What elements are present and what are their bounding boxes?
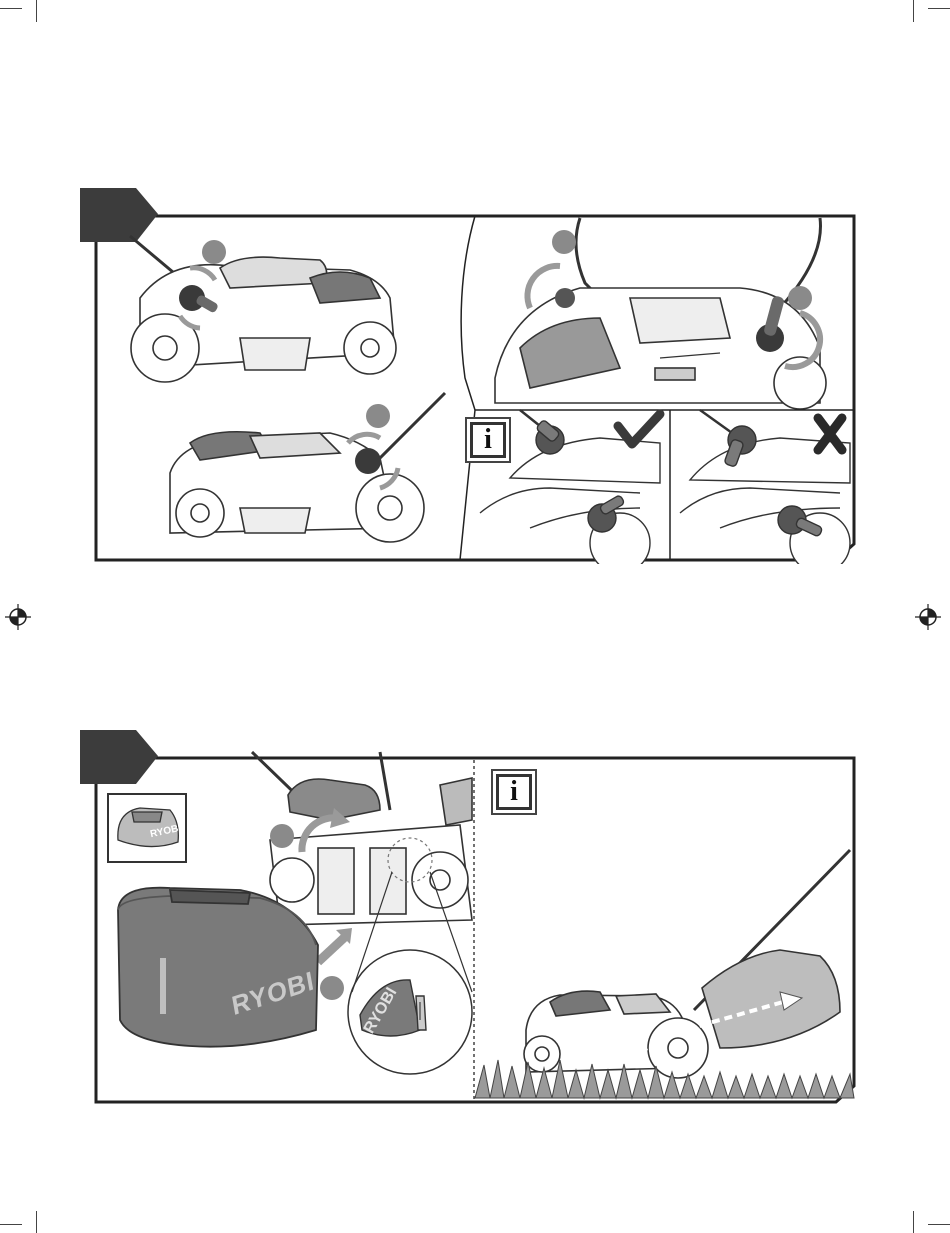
figure-2-illustration xyxy=(80,730,860,1106)
figure-1-handle-adjustment: i xyxy=(80,188,860,564)
step-2-marker-2 xyxy=(320,976,344,1000)
registration-mark-left-icon xyxy=(5,604,31,630)
step-1-marker xyxy=(202,240,226,264)
crop-mark-bl-v xyxy=(36,1211,37,1233)
step-3-marker xyxy=(552,230,576,254)
crop-mark-tr-h xyxy=(928,8,950,9)
step-2-marker xyxy=(366,404,390,428)
mower-side-view-bottom xyxy=(170,393,445,542)
crop-mark-tl-v xyxy=(36,0,37,22)
figure-1-illustration xyxy=(80,188,860,564)
step-1-marker-2 xyxy=(270,824,294,848)
lever-correct-closed xyxy=(480,410,660,564)
info-icon: i xyxy=(470,422,506,458)
crop-mark-br-h xyxy=(928,1224,950,1225)
crop-mark-br-v xyxy=(913,1211,914,1233)
mower-mowing-with-bag xyxy=(524,850,850,1078)
crop-mark-bl-h xyxy=(0,1224,22,1225)
info-icon-2: i xyxy=(496,774,532,810)
check-mark-icon xyxy=(618,414,660,444)
mower-side-view-top xyxy=(130,236,396,382)
registration-mark-right-icon xyxy=(915,604,941,630)
step-4-marker xyxy=(788,286,812,310)
grass-bag-large xyxy=(118,888,318,1047)
crop-mark-tl-h xyxy=(0,8,22,9)
crop-mark-tr-v xyxy=(913,0,914,22)
figure-2-grass-bag-attachment: i RYOBI RYOBI RYOBI xyxy=(80,730,860,1106)
